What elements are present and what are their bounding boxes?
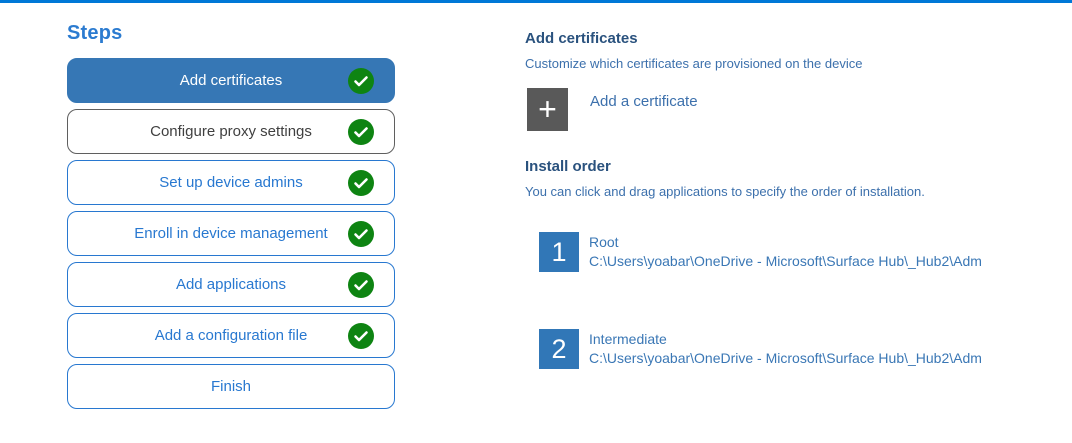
install-item-intermediate[interactable]: 2 Intermediate C:\Users\yoabar\OneDrive …: [539, 329, 1065, 369]
step-add-applications[interactable]: Add applications: [67, 262, 395, 307]
step-label: Set up device admins: [159, 174, 303, 191]
certificate-name: Intermediate: [589, 331, 667, 347]
install-order-title: Install order: [525, 158, 611, 175]
order-number-badge: 1: [539, 232, 579, 272]
step-label: Configure proxy settings: [150, 123, 312, 140]
step-enroll-in-device-management[interactable]: Enroll in device management: [67, 211, 395, 256]
install-item-root[interactable]: 1 Root C:\Users\yoabar\OneDrive - Micros…: [539, 232, 1065, 272]
step-configure-proxy-settings[interactable]: Configure proxy settings: [67, 109, 395, 154]
add-certificate-label: Add a certificate: [590, 93, 698, 110]
step-set-up-device-admins[interactable]: Set up device admins: [67, 160, 395, 205]
checkmark-icon: [348, 119, 374, 145]
install-order-subtitle: You can click and drag applications to s…: [525, 184, 925, 199]
checkmark-icon: [348, 170, 374, 196]
install-item-text: Intermediate C:\Users\yoabar\OneDrive - …: [589, 329, 982, 368]
step-detail-panel: Add certificates Customize which certifi…: [525, 30, 1065, 426]
install-order-list: 1 Root C:\Users\yoabar\OneDrive - Micros…: [539, 232, 1065, 369]
step-add-a-configuration-file[interactable]: Add a configuration file: [67, 313, 395, 358]
checkmark-icon: [348, 272, 374, 298]
certificate-path: C:\Users\yoabar\OneDrive - Microsoft\Sur…: [589, 253, 982, 269]
step-label: Add applications: [175, 276, 287, 293]
checkmark-icon: [348, 221, 374, 247]
step-label: Finish: [210, 378, 251, 395]
checkmark-icon: [348, 68, 374, 94]
step-add-certificates[interactable]: Add certificates: [67, 58, 395, 103]
certificate-name: Root: [589, 234, 619, 250]
steps-title: Steps: [67, 22, 123, 44]
section-subtitle: Customize which certificates are provisi…: [525, 56, 863, 71]
order-number-badge: 2: [539, 329, 579, 369]
top-accent-bar: [0, 0, 1072, 3]
install-item-text: Root C:\Users\yoabar\OneDrive - Microsof…: [589, 232, 982, 271]
steps-panel: Steps Add certificates Configure proxy s…: [67, 22, 395, 415]
certificate-path: C:\Users\yoabar\OneDrive - Microsoft\Sur…: [589, 350, 982, 366]
step-label: Add a configuration file: [154, 327, 308, 344]
step-finish[interactable]: Finish: [67, 364, 395, 409]
step-label: Enroll in device management: [134, 225, 328, 242]
step-label: Add certificates: [179, 72, 283, 89]
checkmark-icon: [348, 323, 374, 349]
section-title: Add certificates: [525, 30, 638, 47]
add-certificate-button[interactable]: + Add a certificate: [527, 88, 698, 131]
plus-icon[interactable]: +: [527, 88, 568, 131]
